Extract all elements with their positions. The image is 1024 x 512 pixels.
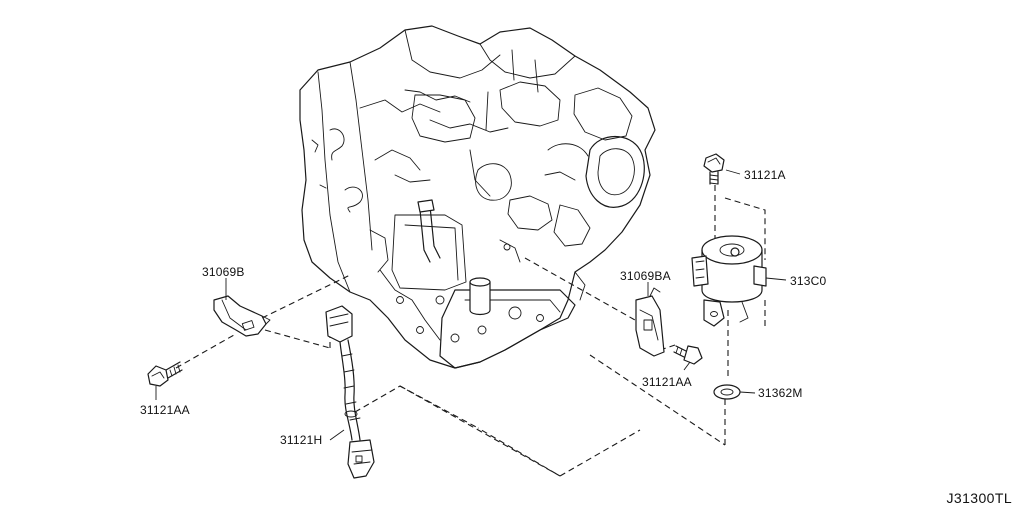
leader-lines <box>155 169 787 441</box>
bolt-right <box>673 345 703 365</box>
transmission-assembly <box>299 25 656 369</box>
bracket-left <box>213 295 271 337</box>
label-bracket-left: 31069B <box>202 265 245 279</box>
label-bolt-top: 31121A <box>744 168 786 182</box>
callout-labels: 31069B 31121AA 31121H 31069BA 31121AA 31… <box>140 168 826 447</box>
bracket-right <box>635 287 665 357</box>
harness <box>325 305 375 479</box>
label-harness: 31121H <box>280 433 322 447</box>
oil-cooler <box>691 235 767 327</box>
label-bolt-right: 31121AA <box>642 375 692 389</box>
label-oil-cooler: 313C0 <box>790 274 826 288</box>
drawing-code: J31300TL <box>947 490 1012 506</box>
label-washer: 31362M <box>758 386 803 400</box>
bolt-top <box>703 153 725 185</box>
label-bolt-left: 31121AA <box>140 403 190 417</box>
bolt-left <box>147 361 183 387</box>
washer <box>713 384 741 400</box>
assembly-lines <box>175 185 766 477</box>
label-bracket-right: 31069BA <box>620 269 671 283</box>
